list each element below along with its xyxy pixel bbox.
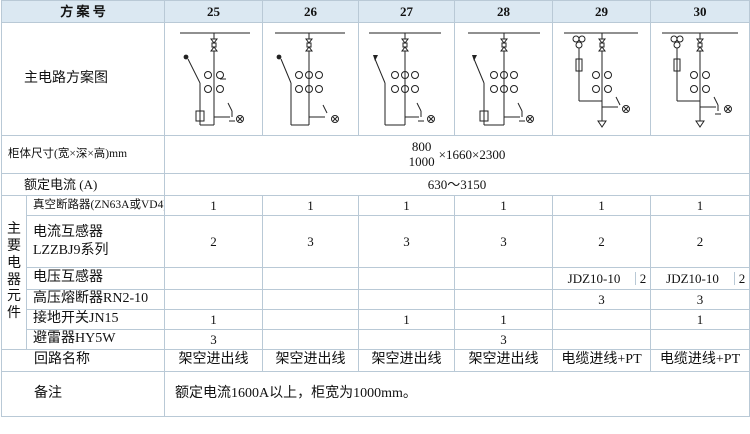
scheme-29: 29 bbox=[552, 0, 652, 23]
width-large: 1000 bbox=[408, 153, 435, 169]
circuit-diagram-icon bbox=[662, 32, 739, 128]
diagram-30 bbox=[650, 22, 750, 136]
diagram-row: 主电路方案图 bbox=[0, 22, 750, 136]
size-row: 柜体尺寸(宽×深×高)mm 800 1000 ×1660×2300 bbox=[0, 135, 750, 174]
table-row: 电流互感器 LZZBJ9系列 2 3 3 3 2 2 bbox=[2, 215, 750, 268]
width-standard: 800 bbox=[411, 139, 432, 155]
scheme-25: 25 bbox=[164, 0, 264, 23]
remark-row: 备注 额定电流1600A以上，柜宽为1000mm。 bbox=[0, 371, 750, 417]
current-value: 630～3150 bbox=[164, 173, 750, 196]
diagram-28 bbox=[454, 22, 554, 136]
circuit-diagram-icon bbox=[179, 32, 250, 126]
scheme-27: 27 bbox=[358, 0, 456, 23]
table-row: 高压熔断器RN2-10 3 3 bbox=[2, 289, 750, 310]
arrester-label: 避雷器HY5W bbox=[25, 329, 166, 350]
circuit-label: 回路名称 bbox=[0, 349, 166, 372]
circuit-diagram-icon bbox=[274, 32, 345, 126]
remark-label: 备注 bbox=[0, 371, 166, 417]
scheme-30: 30 bbox=[650, 0, 750, 23]
circuit-row: 回路名称 架空进出线 架空进出线 架空进出线 架空进出线 电缆进线+PT 电缆进… bbox=[0, 349, 750, 372]
size-value: 800 1000 ×1660×2300 bbox=[164, 135, 750, 174]
fuse-label: 高压熔断器RN2-10 bbox=[25, 289, 166, 310]
circuit-diagram-icon bbox=[368, 32, 441, 126]
components-group-label: 主 要 电 器 元 件 bbox=[1, 195, 27, 350]
earth-switch-label: 接地开关JN15 bbox=[25, 309, 166, 330]
scheme-28: 28 bbox=[454, 0, 554, 23]
table-row: 避雷器HY5W 3 3 bbox=[2, 329, 750, 350]
depth-height: ×1660×2300 bbox=[438, 146, 506, 162]
ct-label: 电流互感器 LZZBJ9系列 bbox=[25, 215, 166, 268]
circuit-diagram-icon bbox=[467, 32, 540, 126]
scheme-label: 方 案 号 bbox=[0, 0, 166, 23]
scheme-spec-table: 方 案 号 25 26 27 28 29 30 主电路方案图 bbox=[0, 0, 750, 417]
current-row: 额定电流 (A) 630～3150 bbox=[0, 173, 750, 196]
diagram-26 bbox=[262, 22, 360, 136]
diagram-29 bbox=[552, 22, 652, 136]
table-row: 主 要 电 器 元 件 真空断路器(ZN63A或VD4) 1 1 1 1 1 1 bbox=[1, 195, 750, 350]
breaker-label: 真空断路器(ZN63A或VD4) bbox=[25, 195, 166, 216]
vt-label: 电压互感器 bbox=[25, 267, 166, 290]
remark-text: 额定电流1600A以上，柜宽为1000mm。 bbox=[164, 371, 750, 417]
table-row: 接地开关JN15 1 1 1 1 bbox=[2, 309, 750, 330]
current-label: 额定电流 (A) bbox=[0, 173, 166, 196]
header-row: 方 案 号 25 26 27 28 29 30 bbox=[0, 0, 750, 23]
diagram-label: 主电路方案图 bbox=[0, 22, 166, 136]
size-label: 柜体尺寸(宽×深×高)mm bbox=[0, 135, 166, 174]
diagram-27 bbox=[358, 22, 456, 136]
scheme-26: 26 bbox=[262, 0, 360, 23]
diagram-25 bbox=[164, 22, 264, 136]
circuit-diagram-icon bbox=[563, 32, 638, 128]
